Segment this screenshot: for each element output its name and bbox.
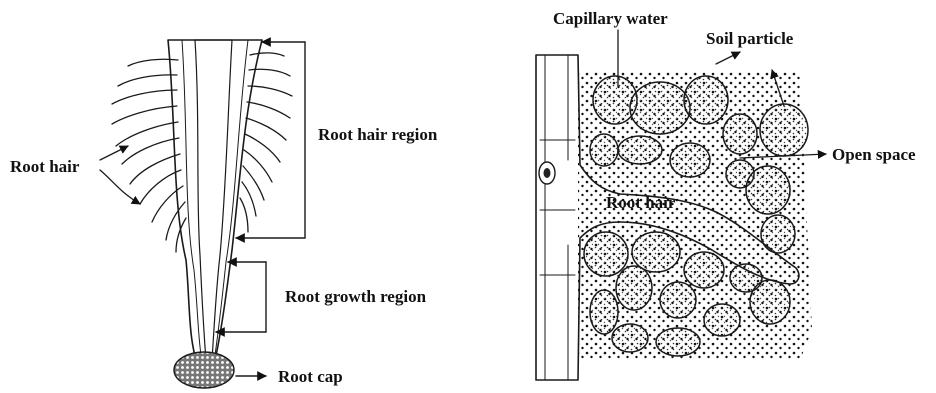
label-root-growth-region: Root growth region: [285, 287, 427, 306]
label-capillary-water: Capillary water: [553, 9, 668, 28]
vascular-cylinder: [195, 40, 232, 360]
root-cap-shape: [174, 352, 234, 388]
root-hairs-right: [240, 53, 292, 232]
label-soil-particle: Soil particle: [706, 29, 794, 48]
root-hairs-left: [112, 59, 186, 252]
label-root-hair-left: Root hair: [10, 157, 80, 176]
label-root-hair-region: Root hair region: [318, 125, 438, 144]
label-root-cap: Root cap: [278, 367, 343, 386]
left-annotations: [100, 42, 305, 376]
label-root-hair-right: Root hair: [606, 193, 676, 212]
root-tip-drawing: [112, 40, 292, 388]
label-open-space: Open space: [832, 145, 916, 164]
